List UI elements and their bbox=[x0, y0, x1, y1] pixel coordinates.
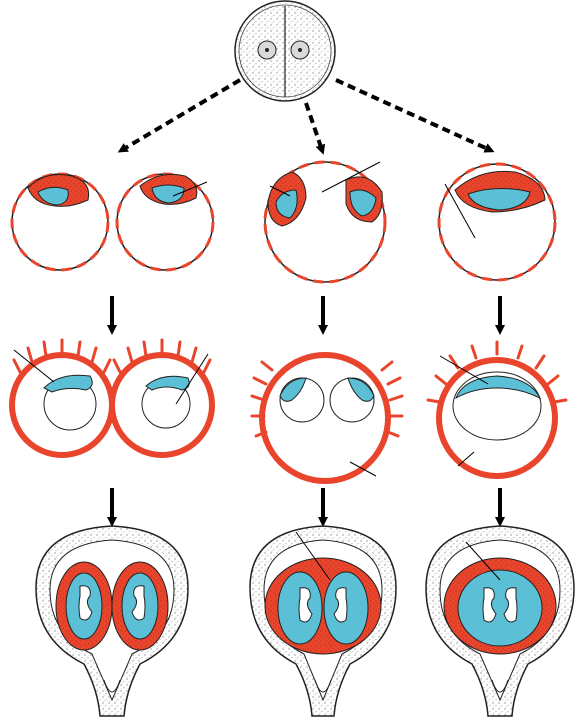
uterus-middle bbox=[249, 525, 397, 717]
arrow-to-left bbox=[117, 78, 242, 153]
blastocyst-left-b bbox=[115, 172, 215, 272]
fetus-left-a bbox=[78, 585, 93, 621]
implant-left-a bbox=[9, 338, 115, 458]
arrow-to-right bbox=[335, 78, 495, 153]
implant-middle bbox=[250, 352, 404, 484]
dashed-arrows bbox=[117, 78, 495, 155]
blastocyst-middle bbox=[263, 160, 387, 284]
uterus-right bbox=[425, 525, 575, 717]
implant-right bbox=[426, 340, 568, 479]
solid-arrows-2 bbox=[107, 488, 505, 527]
arrow-to-middle bbox=[304, 102, 326, 155]
solid-arrows-1 bbox=[107, 296, 505, 335]
implant-left-b bbox=[109, 338, 215, 458]
uterus-left bbox=[35, 525, 189, 717]
blastocyst-left-a bbox=[10, 172, 110, 272]
fetus-left-b bbox=[131, 585, 146, 621]
two-cell-zygote bbox=[234, 0, 336, 102]
blastocyst-right bbox=[437, 162, 557, 282]
